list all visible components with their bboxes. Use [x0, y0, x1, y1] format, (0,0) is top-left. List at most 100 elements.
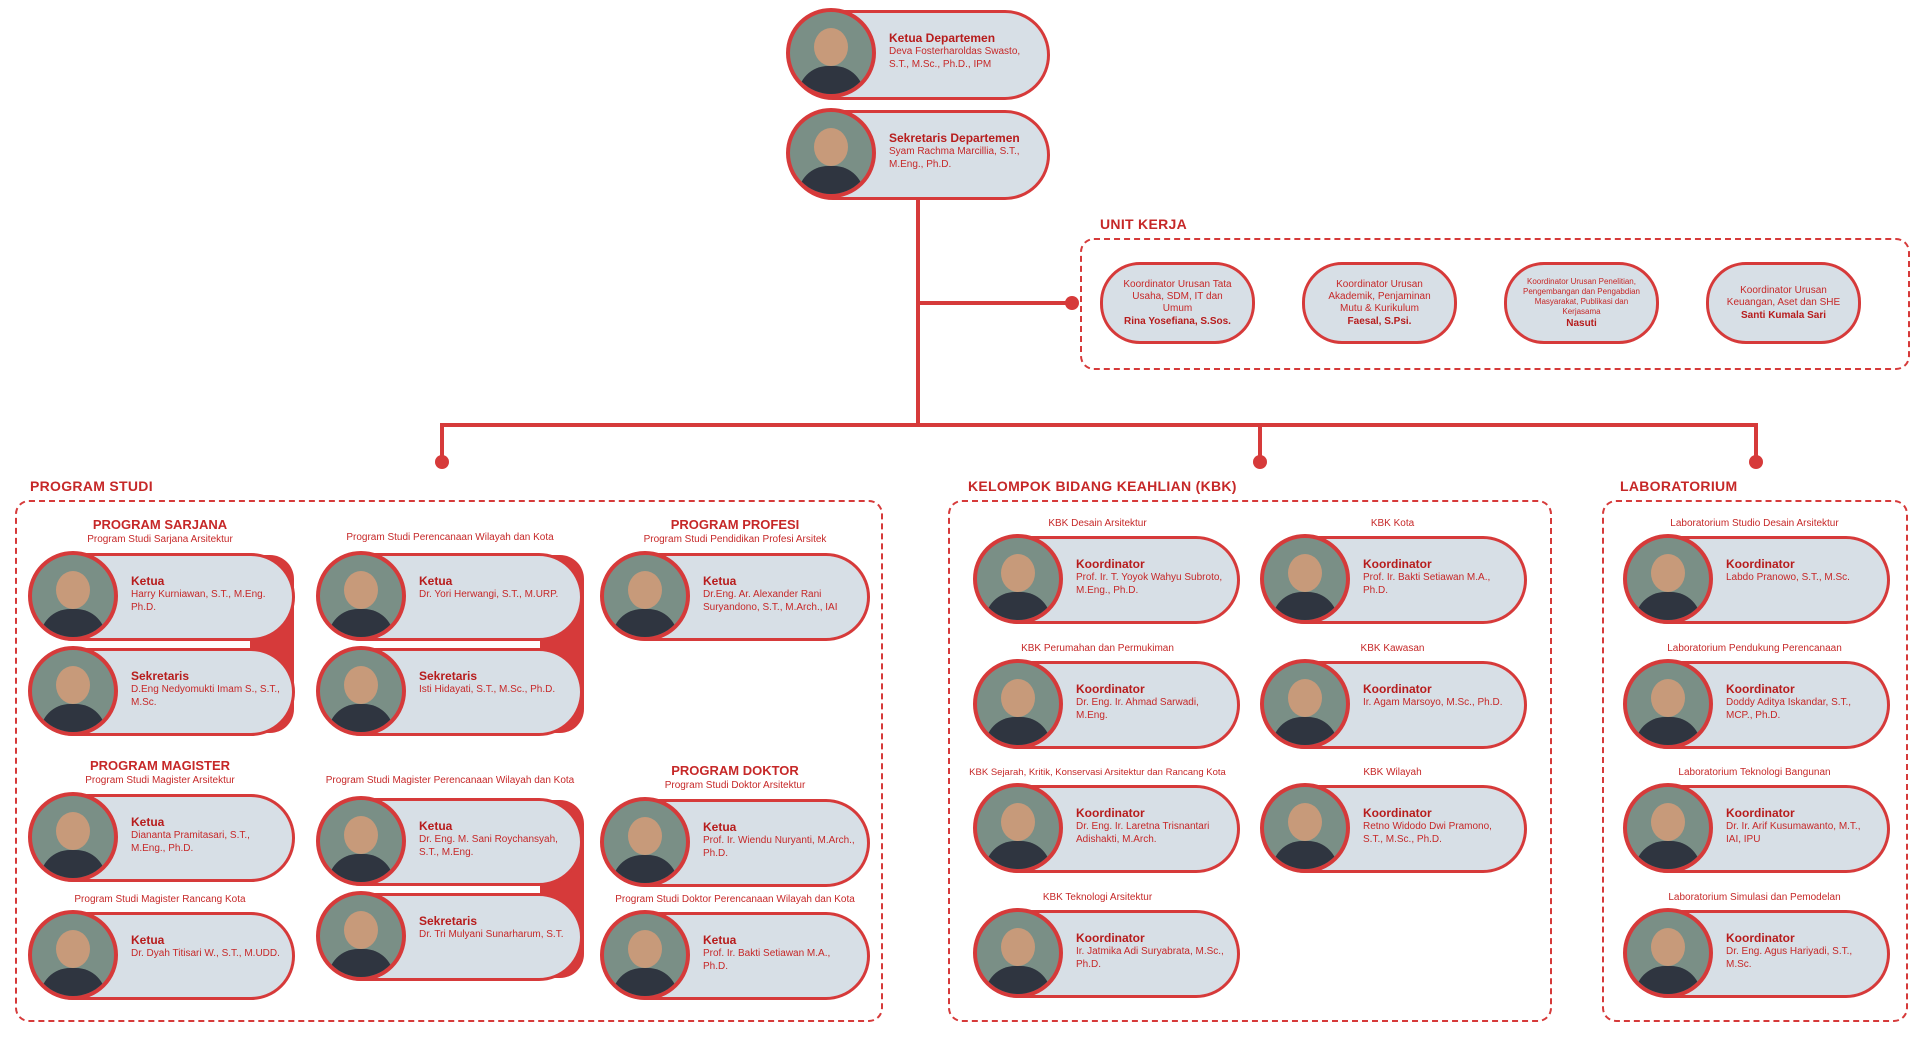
- person-name: Harry Kurniawan, S.T., M.Eng. Ph.D.: [131, 589, 266, 613]
- portrait-photo: [786, 108, 876, 198]
- unit-person-name: Santi Kumala Sari: [1740, 309, 1827, 321]
- role-label: Ketua: [419, 574, 453, 588]
- program-doktor-title: PROGRAM DOKTOR: [671, 763, 799, 778]
- program-label: Program Studi Doktor Arsitektur: [664, 780, 806, 791]
- lab-label: Laboratorium Teknologi Bangunan: [1678, 767, 1831, 778]
- person-name: Isti Hidayati, S.T., M.Sc., Ph.D.: [419, 684, 556, 695]
- program-studi-title: PROGRAM STUDI: [30, 478, 153, 494]
- portrait-photo: [1260, 783, 1350, 873]
- person-name: Dr. Yori Herwangi, S.T., M.URP.: [419, 589, 559, 600]
- program-profesi-title: PROGRAM PROFESI: [670, 517, 800, 532]
- portrait-photo: [28, 910, 118, 1000]
- portrait-photo: [316, 646, 406, 736]
- portrait-photo: [1623, 659, 1713, 749]
- role-label: Ketua Departemen: [889, 31, 996, 45]
- role-label: Koordinator: [1726, 682, 1795, 696]
- program-label: Program Studi Perencanaan Wilayah dan Ko…: [346, 532, 554, 543]
- role-label: Koordinator: [1726, 557, 1795, 571]
- unit-role: Koordinator Urusan Tata Usaha, SDM, IT d…: [1123, 278, 1232, 314]
- role-label: Koordinator: [1076, 931, 1145, 945]
- person-name: Dr.Eng. Ar. Alexander Rani Suryandono, S…: [703, 589, 838, 613]
- program-label: Program Studi Magister Arsitektur: [85, 775, 235, 786]
- role-label: Ketua: [131, 933, 165, 947]
- program-magister-title: PROGRAM MAGISTER: [89, 758, 231, 773]
- lab-label: Laboratorium Simulasi dan Pemodelan: [1668, 892, 1841, 903]
- kbk-box: [948, 500, 1552, 1022]
- portrait-photo: [316, 891, 406, 981]
- kbk-label: KBK Teknologi Arsitektur: [1042, 892, 1153, 903]
- role-label: Sekretaris: [131, 669, 190, 683]
- role-label: Sekretaris: [419, 669, 478, 683]
- kbk-label: KBK Kawasan: [1360, 643, 1425, 654]
- unit-card: Koordinator Urusan Penelitian, Pengemban…: [1504, 262, 1659, 344]
- role-label: Koordinator: [1363, 806, 1432, 820]
- person-name: Retno Widodo Dwi Pramono, S.T., M.Sc., P…: [1363, 821, 1492, 845]
- person-name: Prof. Ir. Bakti Setiawan M.A., Ph.D.: [1363, 572, 1491, 596]
- portrait-photo: [973, 659, 1063, 749]
- unit-role: Koordinator Urusan Penelitian, Pengemban…: [1523, 276, 1640, 316]
- person-name: Labdo Pranowo, S.T., M.Sc.: [1726, 572, 1850, 583]
- portrait-photo: [600, 797, 690, 887]
- role-label: Ketua: [131, 574, 165, 588]
- portrait-photo: [316, 551, 406, 641]
- role-label: Koordinator: [1726, 931, 1795, 945]
- unit-kerja-title: UNIT KERJA: [1100, 216, 1188, 232]
- lab-label: Laboratorium Studio Desain Arsitektur: [1670, 518, 1839, 529]
- unit-card: Koordinator Urusan Keuangan, Aset dan SH…: [1706, 262, 1861, 344]
- role-label: Ketua: [703, 574, 737, 588]
- portrait-photo: [1623, 908, 1713, 998]
- program-label: Program Studi Pendidikan Profesi Arsitek: [643, 534, 827, 545]
- portrait-photo: [973, 534, 1063, 624]
- role-label: Ketua: [419, 819, 453, 833]
- program-studi-box: [15, 500, 883, 1022]
- role-label: Koordinator: [1076, 806, 1145, 820]
- portrait-photo: [600, 551, 690, 641]
- person-name: Dr. Dyah Titisari W., S.T., M.UDD.: [131, 948, 280, 959]
- portrait-photo: [28, 551, 118, 641]
- kbk-label: KBK Sejarah, Kritik, Konservasi Arsitekt…: [969, 767, 1226, 778]
- program-label: Program Studi Doktor Perencanaan Wilayah…: [615, 894, 855, 905]
- person-name: Deva Fosterharoldas Swasto, S.T., M.Sc.,…: [889, 46, 1021, 70]
- portrait-photo: [1260, 534, 1350, 624]
- role-label: Koordinator: [1363, 557, 1432, 571]
- person-name: Syam Rachma Marcillia, S.T., M.Eng., Ph.…: [889, 146, 1020, 170]
- person-name: Dr. Tri Mulyani Sunarharum, S.T.: [419, 929, 564, 940]
- role-label: Ketua: [703, 933, 737, 947]
- role-label: Sekretaris: [419, 914, 478, 928]
- unit-role: Koordinator Urusan Akademik, Penjaminan …: [1328, 278, 1431, 314]
- person-name: Dr. Eng. Agus Hariyadi, S.T., M.Sc.: [1726, 946, 1853, 970]
- portrait-photo: [316, 796, 406, 886]
- lab-label: Laboratorium Pendukung Perencanaan: [1667, 643, 1842, 654]
- role-label: Koordinator: [1363, 682, 1432, 696]
- program-label: Program Studi Magister Perencanaan Wilay…: [325, 775, 575, 786]
- person-name: Prof. Ir. Wiendu Nuryanti, M.Arch., Ph.D…: [703, 835, 855, 859]
- unit-person-name: Faesal, S.Psi.: [1347, 315, 1412, 327]
- person-name: Prof. Ir. T. Yoyok Wahyu Subroto, M.Eng.…: [1076, 572, 1223, 596]
- person-name: Ir. Jatmika Adi Suryabrata, M.Sc., Ph.D.: [1076, 946, 1224, 970]
- portrait-photo: [973, 908, 1063, 998]
- person-name: Dr. Eng. M. Sani Roychansyah, S.T., M.En…: [419, 834, 558, 858]
- person-name: Dr. Eng. Ir. Ahmad Sarwadi, M.Eng.: [1076, 697, 1199, 721]
- portrait-photo: [1260, 659, 1350, 749]
- program-label: Program Studi Sarjana Arsitektur: [87, 534, 233, 545]
- role-label: Koordinator: [1726, 806, 1795, 820]
- portrait-photo: [28, 792, 118, 882]
- portrait-photo: [973, 783, 1063, 873]
- unit-role: Koordinator Urusan Keuangan, Aset dan SH…: [1726, 284, 1841, 308]
